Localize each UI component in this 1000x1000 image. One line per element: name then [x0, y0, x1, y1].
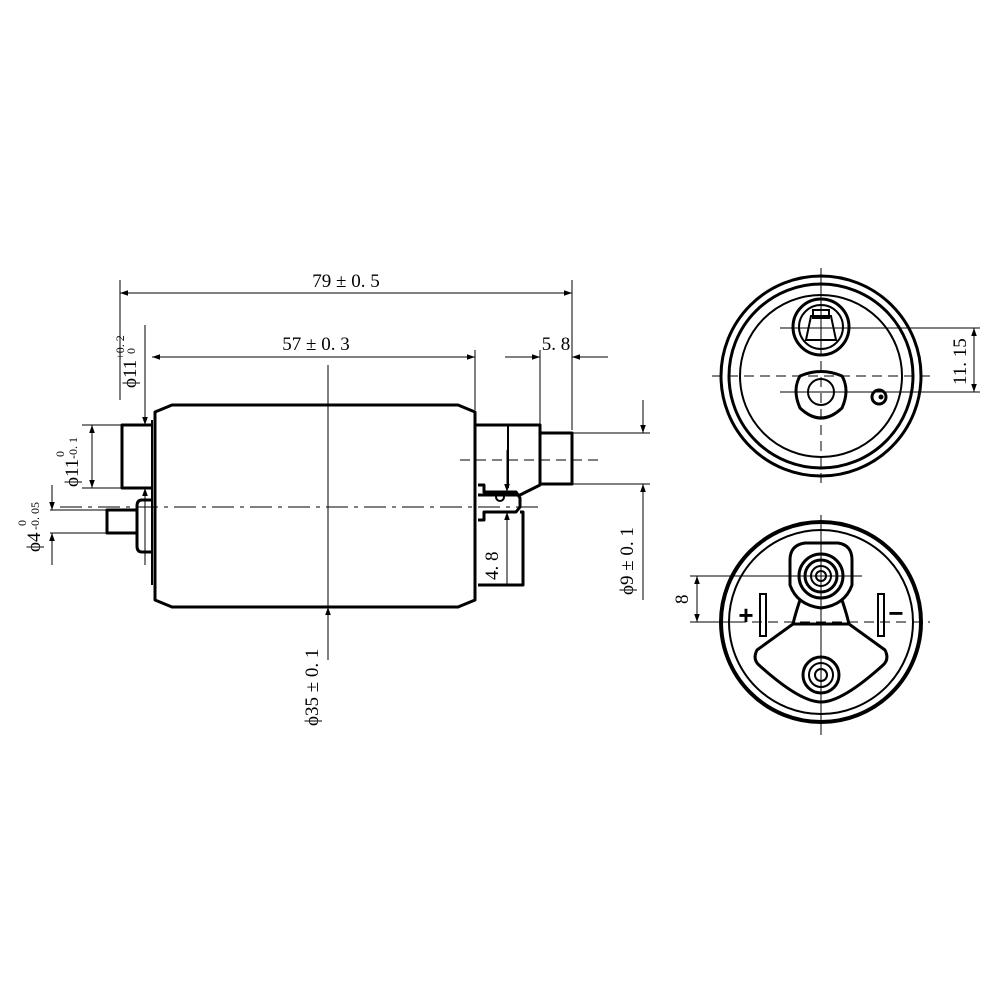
inlet-a-tol-upper: +0. 2: [113, 335, 127, 360]
inlet-a-label: ϕ11: [120, 360, 141, 388]
inlet-b-tol-lower: -0. 1: [66, 437, 80, 459]
terminal-lower-block: [478, 510, 525, 587]
outlet-length-label: 5. 8: [542, 334, 571, 355]
inlet-lobe: [794, 370, 848, 420]
pump-body: [153, 403, 477, 609]
pin-tol-upper: 0: [15, 520, 29, 526]
negative-terminal: [877, 593, 885, 637]
overall-length-label: 79 ± 0. 5: [312, 271, 379, 292]
body-length-label: 57 ± 0. 3: [282, 334, 349, 355]
vent-dot: [878, 394, 884, 400]
top-offset-label: 11. 15: [950, 338, 971, 385]
negative-sign: −: [888, 598, 903, 628]
terminal-offset-label: 4. 8: [482, 552, 503, 581]
outlet-nozzle: [540, 431, 574, 486]
pin-label: ϕ4: [24, 532, 45, 552]
valve-shape: [804, 315, 838, 341]
positive-sign: +: [738, 600, 753, 630]
vent-hole: [870, 388, 888, 406]
outlet-housing-end: [788, 541, 854, 610]
inlet-a-tol-lower: 0: [124, 348, 138, 354]
positive-terminal: [759, 593, 767, 637]
outlet-diameter-label: ϕ9 ± 0. 1: [617, 527, 638, 595]
inlet-cylinder: [120, 423, 152, 490]
end-view-top: 11. 15: [712, 268, 980, 485]
end-view-bottom: + − 8: [672, 515, 930, 735]
terminal-tab: [478, 483, 522, 522]
pin-shaft: [105, 508, 137, 535]
inlet-b-label: ϕ11: [62, 459, 83, 487]
inlet-pin: [135, 498, 152, 554]
inlet-b-tol-upper: 0: [53, 451, 67, 457]
terminal-hole: [495, 492, 505, 502]
side-view: 79 ± 0. 5 57 ± 0. 3 5. 8 ϕ11 +0. 2 0 ϕ11…: [15, 271, 650, 726]
body-diameter-label: ϕ35 ± 0. 1: [302, 649, 323, 726]
bottom-offset-label: 8: [672, 595, 693, 605]
pin-tol-lower: -0. 05: [28, 502, 42, 530]
